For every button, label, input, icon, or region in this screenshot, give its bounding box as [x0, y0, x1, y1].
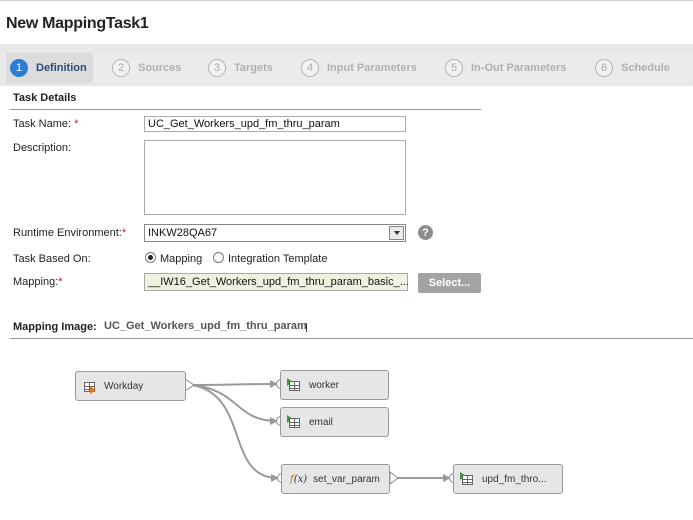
mapping-image-divider [10, 338, 693, 339]
step-number: 1 [10, 59, 28, 77]
target-icon [460, 472, 476, 486]
text-cursor [306, 323, 307, 332]
arrow-out-icon [90, 386, 96, 394]
tab-in-out-parameters[interactable]: 5 In-Out Parameters [445, 53, 566, 83]
node-label: Workday [104, 380, 144, 392]
step-number: 5 [445, 59, 463, 77]
target-icon [287, 378, 303, 392]
integration-template-radio[interactable] [213, 252, 224, 263]
chevron-down-icon [393, 231, 400, 235]
source-node-workday[interactable]: Workday [75, 371, 186, 401]
tab-input-parameters[interactable]: 4 Input Parameters [301, 53, 417, 83]
target-node-upd-fm-thro[interactable]: upd_fm_thro... [453, 464, 563, 494]
tab-targets[interactable]: 3 Targets [208, 53, 273, 83]
step-number: 2 [112, 59, 130, 77]
mapping-image-label: Mapping Image: [13, 321, 97, 333]
link-workday-worker [191, 383, 278, 386]
target-icon [287, 415, 303, 429]
runtime-environment-label: Runtime Environment:* [13, 227, 126, 239]
dropdown-button[interactable] [389, 226, 404, 240]
step-number: 3 [208, 59, 226, 77]
step-label: In-Out Parameters [471, 62, 567, 74]
node-label: set_var_param [313, 473, 380, 485]
step-number: 6 [595, 59, 613, 77]
mapping-radio-label: Mapping [160, 253, 203, 265]
step-label: Sources [138, 62, 182, 74]
table-icon [289, 381, 300, 391]
target-node-email[interactable]: email [280, 407, 389, 437]
label-text: Task Name: [13, 118, 72, 130]
required-mark: * [58, 276, 63, 288]
mapping-radio[interactable] [145, 252, 156, 263]
top-border [0, 0, 693, 1]
tab-sources[interactable]: 2 Sources [112, 53, 181, 83]
tab-definition[interactable]: 1 Definition [6, 53, 93, 83]
help-icon[interactable]: ? [418, 225, 433, 240]
step-label: Input Parameters [327, 62, 417, 74]
table-icon [289, 418, 300, 428]
tab-schedule[interactable]: 6 Schedule [595, 53, 670, 83]
expression-node-set-var-param[interactable]: f(x) set_var_param [281, 464, 390, 494]
source-output-port [184, 378, 195, 392]
page-title: New MappingTask1 [6, 15, 149, 32]
mapping-label: Mapping:* [13, 276, 63, 288]
target-node-worker[interactable]: worker [280, 370, 389, 400]
link-workday-expression [191, 384, 279, 479]
wizard-bar: 1 Definition 2 Sources 3 Targets 4 Input… [4, 53, 692, 83]
arrowhead [443, 474, 451, 482]
label-text: Runtime Environment: [13, 227, 122, 239]
required-mark: * [121, 227, 127, 239]
expression-icon: f(x) [290, 473, 308, 485]
mapping-image-name: UC_Get_Workers_upd_fm_thru_param [104, 320, 307, 332]
expression-output-port [389, 471, 399, 485]
required-mark: * [74, 118, 79, 130]
task-name-input[interactable]: UC_Get_Workers_upd_fm_thru_param [144, 116, 406, 132]
label-text: Mapping: [13, 276, 59, 288]
step-label: Definition [36, 62, 87, 74]
node-label: email [309, 416, 333, 428]
wizard-steps: 1 Definition 2 Sources 3 Targets 4 Input… [0, 44, 693, 86]
link-workday-email [191, 384, 278, 422]
table-icon [462, 475, 473, 485]
task-based-on-label: Task Based On: [13, 253, 91, 265]
source-icon [82, 379, 98, 394]
node-label: worker [309, 379, 340, 391]
node-label: upd_fm_thro... [482, 473, 547, 485]
description-textarea[interactable] [144, 140, 406, 215]
arrowhead [270, 417, 278, 425]
runtime-environment-value: INKW28QA67 [148, 227, 218, 239]
arrowhead [271, 474, 279, 482]
runtime-environment-select[interactable]: INKW28QA67 [144, 224, 406, 242]
select-mapping-button[interactable]: Select... [418, 273, 481, 293]
step-label: Schedule [621, 62, 670, 74]
task-name-label: Task Name: * [13, 118, 78, 130]
integration-template-radio-label: Integration Template [228, 253, 328, 265]
step-number: 4 [301, 59, 319, 77]
mapping-field: __IW16_Get_Workers_upd_fm_thru_param_bas… [144, 273, 409, 291]
description-label: Description: [13, 142, 72, 154]
arrowhead [270, 380, 278, 388]
task-details-heading: Task Details [13, 92, 77, 104]
section-divider [10, 109, 481, 110]
step-label: Targets [234, 62, 273, 74]
